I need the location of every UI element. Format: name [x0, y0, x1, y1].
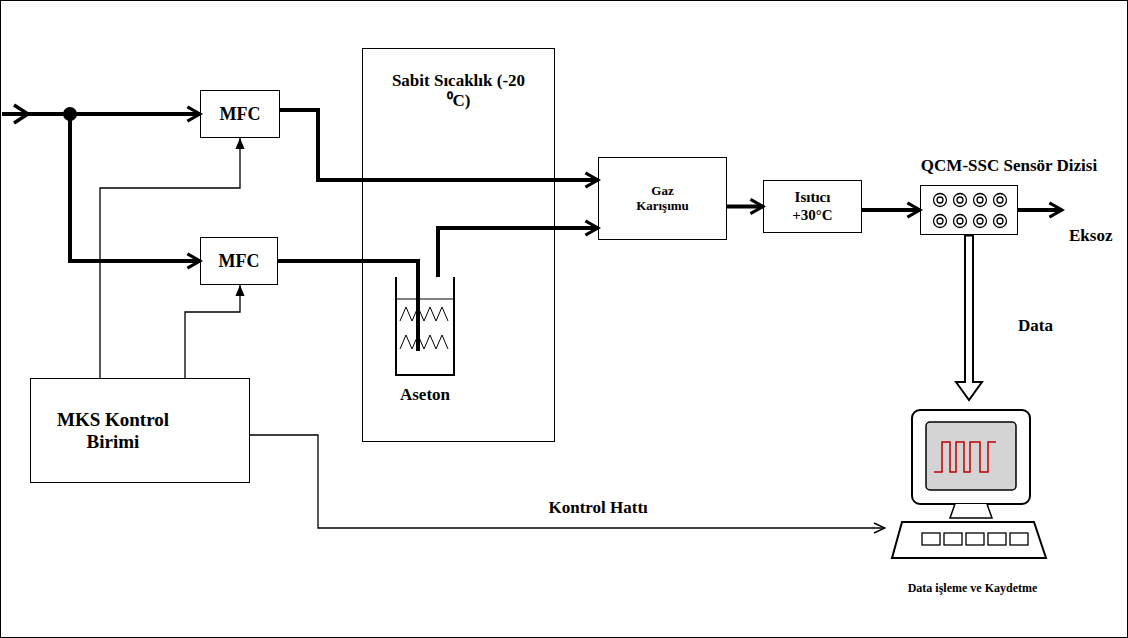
control-line — [185, 285, 240, 378]
acetone-vessel: Aseton — [396, 277, 454, 375]
control-unit-box: MKS Kontrol Birimi — [30, 378, 250, 483]
gas-line-path — [438, 228, 598, 277]
connector-label: Data — [1015, 316, 1056, 336]
node-text: MFC — [219, 251, 260, 272]
control-line-path — [250, 435, 885, 528]
node-text: Sabit Sıcaklık (-20 ⁰C) — [389, 71, 529, 110]
data-arrow — [956, 235, 982, 400]
gas-line — [278, 261, 418, 277]
gas-line-path — [278, 261, 418, 277]
exhaust-line — [1018, 208, 1062, 212]
gas-line — [438, 228, 598, 277]
computer-icon — [892, 410, 1046, 558]
cold-bath-box: Aseton Sabit Sıcaklık (-20 ⁰C) — [362, 48, 555, 442]
node-text: Data işleme ve Kaydetme — [908, 582, 1038, 596]
liquid-wave — [400, 335, 448, 349]
node-text: Isıtıcı +30°C — [782, 189, 844, 224]
gas-line-path — [727, 205, 763, 209]
node-text: Aseton — [400, 385, 450, 405]
gas-line-path — [862, 208, 920, 212]
connector-label: Kontrol Hattı — [546, 498, 651, 518]
node-text: MFC — [220, 104, 261, 125]
gas-line-path — [280, 110, 598, 180]
heater-box: Isıtıcı +30°C — [763, 180, 862, 233]
data-arrow-inner — [966, 237, 972, 386]
control-line-path — [185, 285, 240, 378]
vessel-wall — [396, 277, 454, 375]
vessel-outline — [396, 277, 454, 375]
control-line — [250, 435, 885, 528]
supply-line — [70, 112, 200, 116]
flow-controller-box: MFC — [200, 237, 278, 285]
connector-group — [100, 110, 982, 528]
dip-tube — [416, 277, 420, 351]
exhaust-label: Eksoz — [1066, 226, 1115, 246]
gas-line — [862, 210, 920, 211]
flow-controller-box: MFC — [200, 90, 280, 138]
gas-inlet-line — [2, 112, 66, 116]
liquid-wave — [400, 307, 448, 321]
gas-mixer-box: Gaz Karışımu — [598, 157, 727, 240]
node-text: QCM-SSC Sensör Dizisi — [921, 156, 1097, 176]
sensor-array — [934, 194, 1007, 228]
computer-node: Data işleme ve Kaydetme — [885, 400, 1060, 600]
sensor-array-box: QCM-SSC Sensör Dizisi — [920, 185, 1018, 235]
gas-line — [727, 206, 763, 207]
liquid-level — [396, 299, 454, 300]
node-text: MKS Kontrol Birimi — [51, 409, 176, 453]
gas-line — [280, 110, 598, 180]
inlet-arrowhead — [14, 105, 28, 123]
node-text: Gaz Karışımu — [625, 184, 700, 214]
